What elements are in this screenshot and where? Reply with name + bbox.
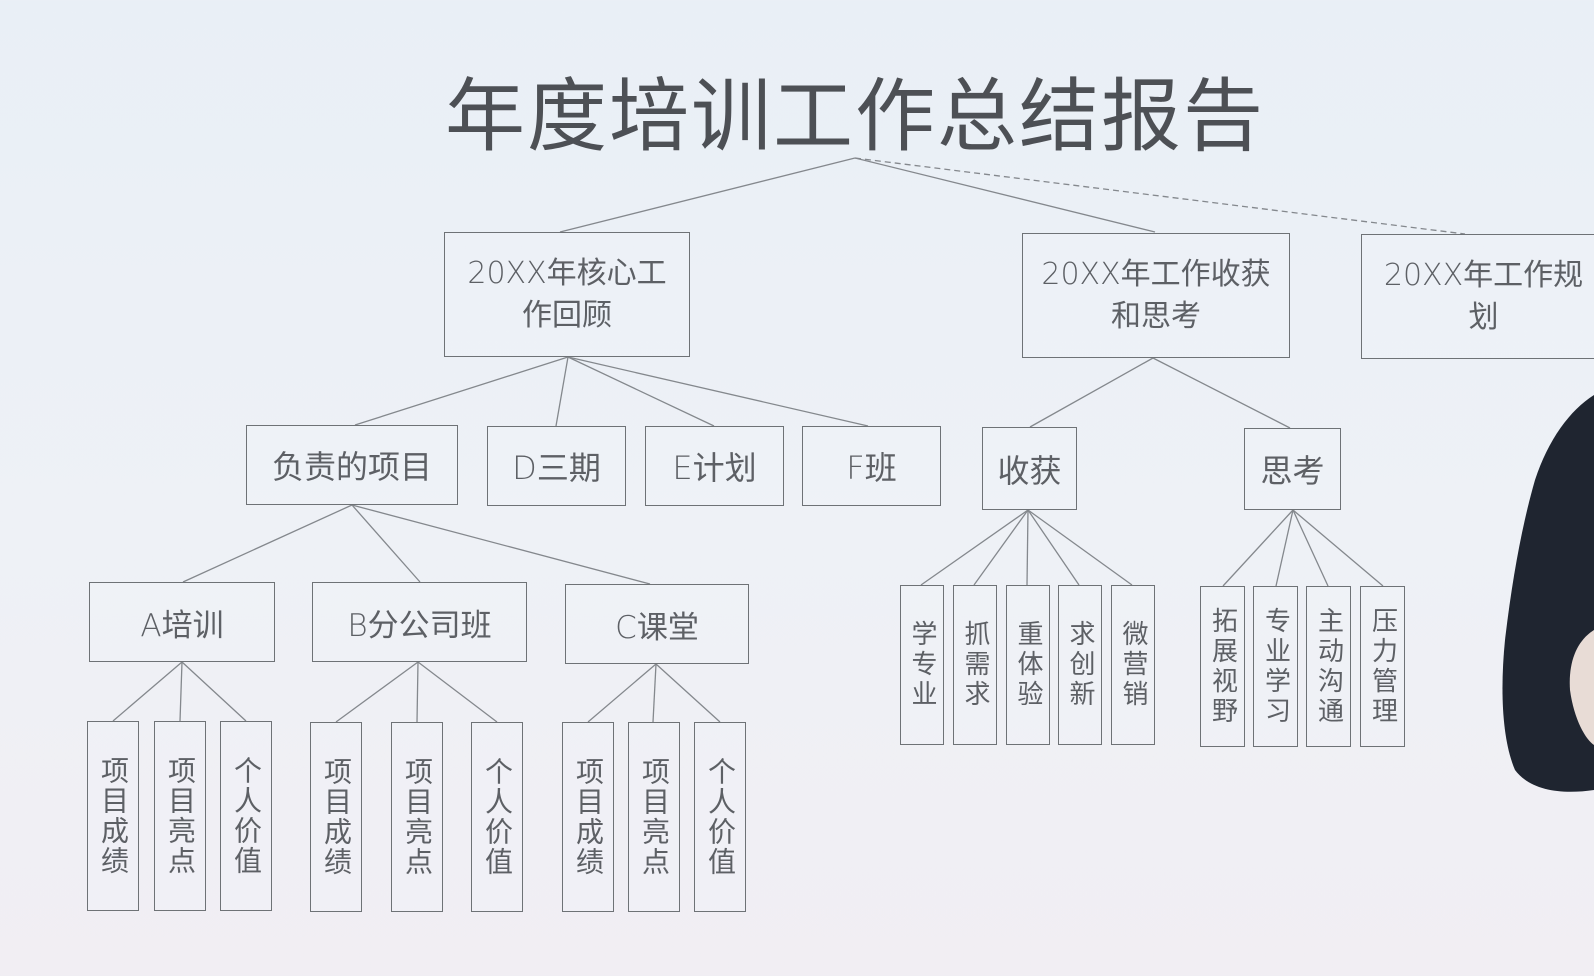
node-a-training: A培训 — [89, 582, 275, 662]
leaf-b-personal-value: 个人价值 — [471, 722, 523, 912]
leaf-c-project-results: 项目成绩 — [562, 722, 614, 912]
leaf-harvest-3: 重体验 — [1006, 585, 1050, 745]
leaf-harvest-1: 学专业 — [900, 585, 944, 745]
leaf-thinking-1: 拓展视野 — [1200, 586, 1245, 747]
leaf-a-project-highlights: 项目亮点 — [154, 721, 206, 911]
leaf-harvest-4: 求创新 — [1058, 585, 1102, 745]
node-responsible-projects: 负责的项目 — [246, 425, 458, 505]
node-f-class: F班 — [802, 426, 941, 506]
leaf-harvest-5: 微营销 — [1111, 585, 1155, 745]
leaf-a-project-results: 项目成绩 — [87, 721, 139, 911]
leaf-a-personal-value: 个人价值 — [220, 721, 272, 911]
leaf-thinking-2: 专业学习 — [1253, 586, 1298, 747]
leaf-b-project-results: 项目成绩 — [310, 722, 362, 912]
leaf-b-project-highlights: 项目亮点 — [391, 722, 443, 912]
node-gains-thoughts: 20XX年工作收获和思考 — [1022, 233, 1290, 358]
page-title: 年度培训工作总结报告 — [445, 70, 1265, 163]
node-b-branch-class: B分公司班 — [312, 582, 527, 662]
node-d-phase3: D三期 — [487, 426, 626, 506]
leaf-thinking-3: 主动沟通 — [1306, 586, 1351, 747]
leaf-thinking-4: 压力管理 — [1360, 586, 1405, 747]
node-c-classroom: C课堂 — [565, 584, 749, 664]
node-thinking: 思考 — [1244, 428, 1341, 510]
node-core-review: 20XX年核心工作回顾 — [444, 232, 690, 357]
node-e-plan: E计划 — [645, 426, 784, 506]
node-work-plan: 20XX年工作规划 — [1361, 234, 1594, 359]
leaf-c-personal-value: 个人价值 — [694, 722, 746, 912]
leaf-harvest-2: 抓需求 — [953, 585, 997, 745]
leaf-c-project-highlights: 项目亮点 — [628, 722, 680, 912]
node-harvest: 收获 — [982, 427, 1077, 510]
